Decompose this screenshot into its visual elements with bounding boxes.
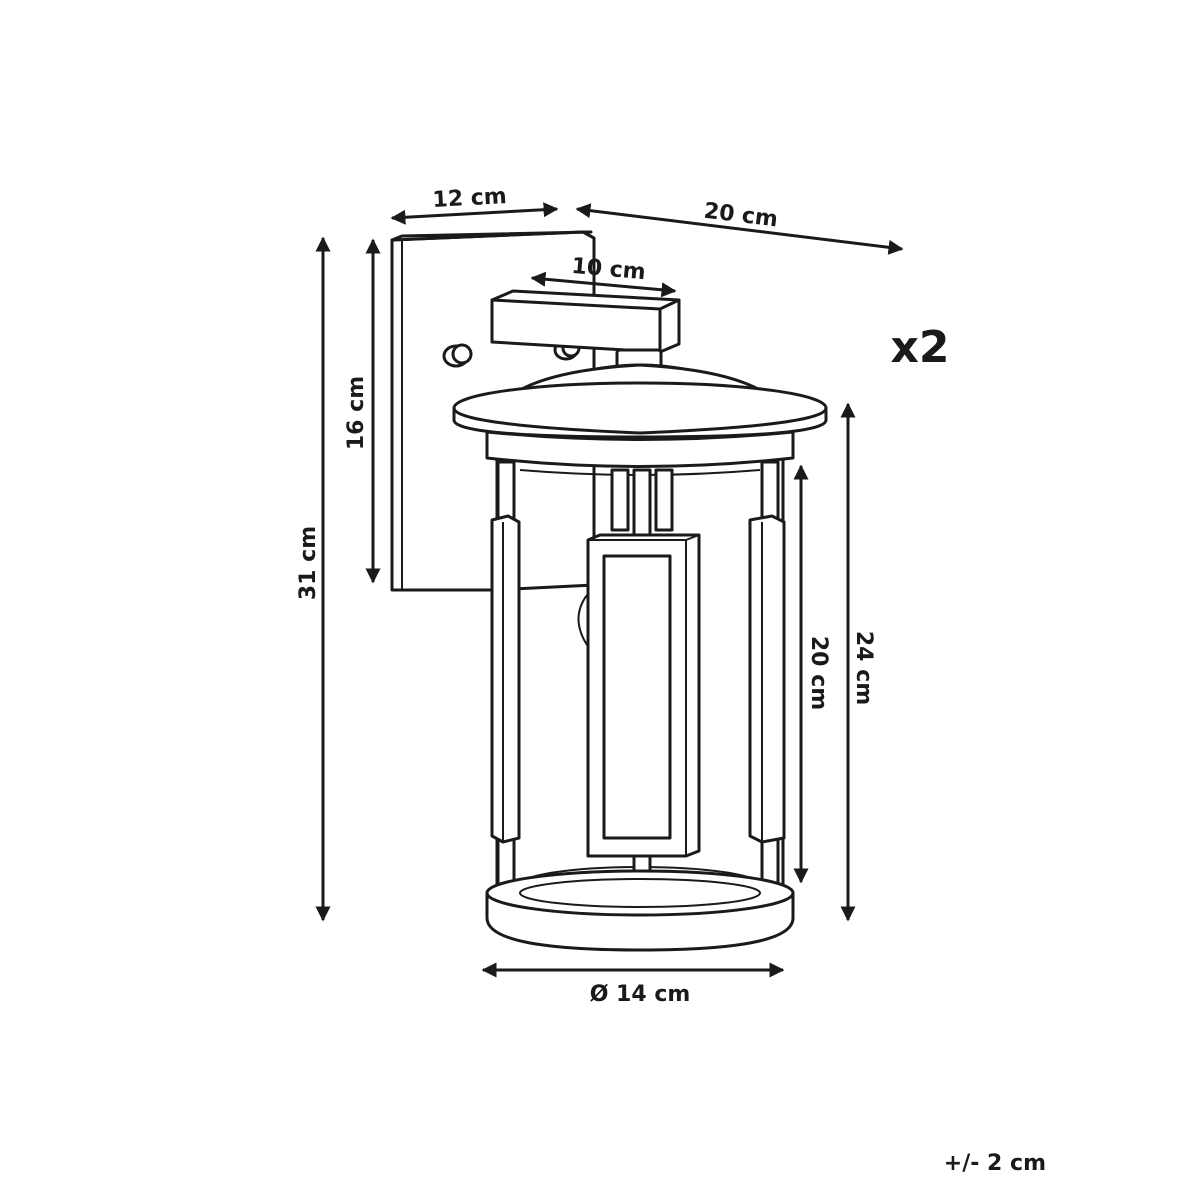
label-total-depth: 20 cm: [702, 199, 779, 233]
bulb-outline: [577, 594, 588, 646]
centre-panel: [586, 533, 701, 858]
roof-cap: [452, 363, 828, 468]
label-diameter: Ø 14 cm: [590, 982, 691, 1007]
label-backplate-height: 16 cm: [344, 376, 369, 450]
label-total-height: 31 cm: [296, 526, 321, 600]
dim-line-mount-depth: [390, 202, 559, 225]
tolerance-label: +/- 2 cm: [944, 1151, 1046, 1176]
side-panels: [490, 514, 786, 844]
label-glass-height: 20 cm: [806, 636, 831, 710]
label-mount-depth: 12 cm: [432, 184, 507, 213]
dim-line-arm-length: [530, 271, 677, 298]
quantity-label: x2: [891, 322, 950, 373]
wall-lantern-illustration: [390, 230, 828, 952]
label-lantern-height: 24 cm: [851, 631, 876, 705]
dimension-labels: 12 cm 20 cm 10 cm 31 cm 16 cm 24 cm 20 c…: [296, 184, 1046, 1176]
base-ring: [485, 869, 795, 952]
arm-bracket: [490, 289, 681, 372]
dim-line-total-depth: [575, 203, 904, 255]
dimension-lines: [315, 202, 904, 978]
